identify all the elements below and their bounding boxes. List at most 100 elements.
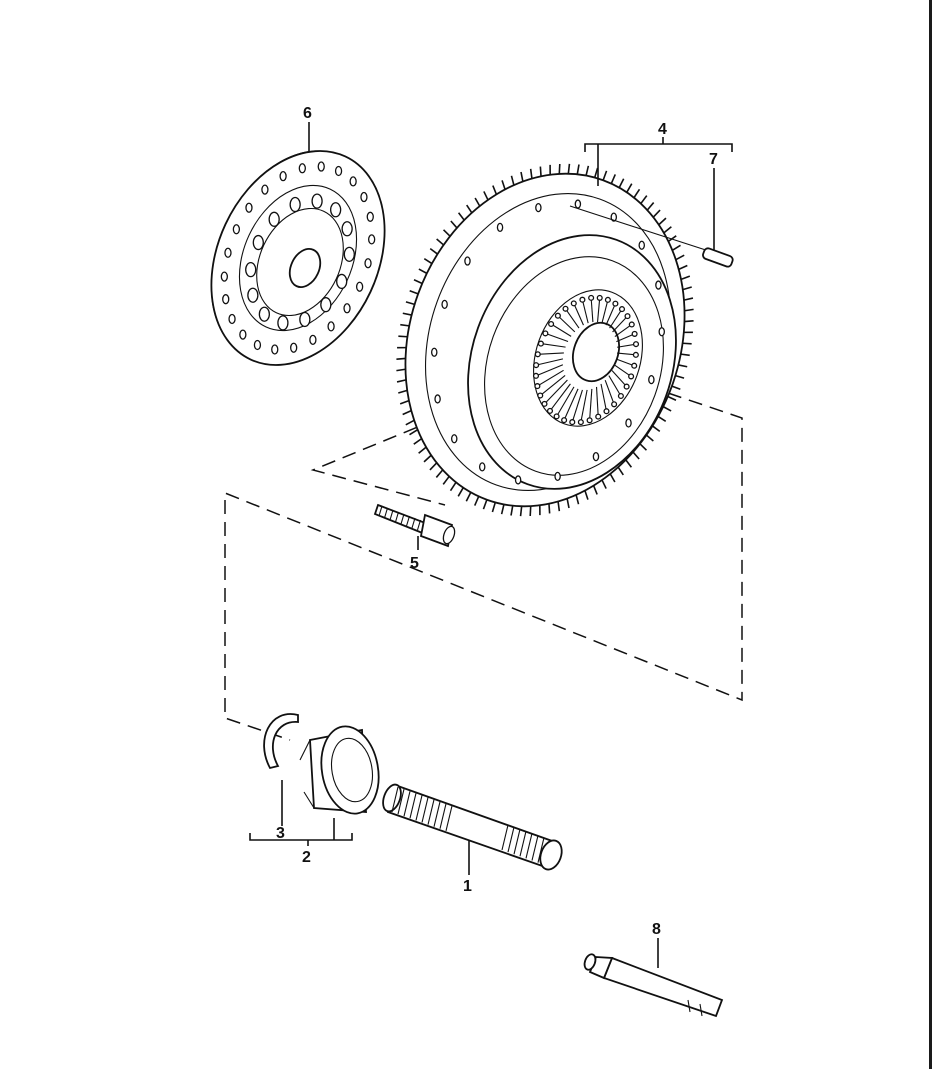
ring-tooth [684, 321, 693, 322]
ring-tooth [681, 354, 690, 355]
ring-tooth [414, 439, 422, 445]
ring-tooth [634, 189, 639, 197]
callout-7: 7 [709, 151, 718, 168]
disc-spring-window [342, 222, 352, 236]
ring-tooth [419, 269, 427, 273]
ring-tooth [430, 249, 437, 254]
ring-tooth [653, 210, 660, 217]
ring-tooth [652, 426, 659, 431]
ring-tooth [437, 239, 444, 245]
ring-tooth [627, 184, 632, 193]
callout-4: 4 [658, 121, 667, 138]
flywheel-hole [442, 300, 447, 308]
flywheel-hole [536, 204, 541, 212]
ring-tooth [586, 166, 588, 176]
ring-tooth [549, 504, 550, 514]
ring-tooth [585, 491, 588, 500]
ring-tooth [458, 488, 463, 497]
finger-tip [589, 295, 594, 300]
ring-tooth [475, 198, 480, 206]
ring-tooth [406, 420, 414, 424]
disc-rivet [299, 164, 305, 173]
callout-8: 8 [652, 921, 661, 938]
disc-rivet [328, 322, 334, 331]
ring-tooth [658, 416, 666, 421]
ring-tooth [502, 504, 504, 514]
ring-tooth [467, 205, 472, 213]
ring-tooth [466, 492, 470, 501]
ring-tooth [406, 302, 415, 304]
ring-tooth [483, 500, 486, 509]
disc-rivet [229, 314, 235, 323]
disc-spring-window [278, 316, 288, 330]
flywheel-hole [465, 257, 470, 265]
ring-tooth [663, 407, 671, 411]
ring-tooth [430, 463, 437, 470]
retaining-clip [264, 714, 298, 768]
ring-tooth [492, 502, 495, 512]
finger-tip [555, 313, 560, 318]
flywheel-hole [516, 476, 521, 484]
finger-tip [620, 307, 625, 312]
finger-tip [629, 322, 634, 327]
flywheel-hole [497, 223, 502, 231]
disc-rivet [336, 166, 342, 175]
release-bearing [300, 722, 385, 818]
ring-tooth [626, 460, 632, 467]
disc-spring-window [300, 312, 310, 326]
disc-rivet [318, 162, 324, 171]
ring-tooth [668, 397, 676, 401]
disc-spring-window [331, 203, 341, 217]
ring-tooth [484, 191, 488, 200]
ring-tooth [403, 313, 412, 315]
disc-rivet [367, 212, 373, 221]
callout-2: 2 [302, 849, 311, 866]
ring-tooth [511, 506, 513, 516]
ring-tooth [530, 506, 531, 516]
disc-spring-window [344, 247, 354, 261]
finger-tip [625, 314, 630, 319]
finger-tip [543, 331, 548, 336]
ring-tooth [559, 164, 560, 174]
ring-tooth [618, 467, 623, 475]
ring-tooth [444, 230, 451, 236]
finger-tip [534, 363, 539, 368]
flywheel-hole [480, 463, 485, 471]
disc-rivet [361, 193, 367, 202]
ring-tooth [576, 495, 578, 504]
disc-rivet [357, 282, 363, 291]
flywheel-pressure-plate [360, 134, 730, 546]
flywheel-hole [435, 395, 440, 403]
ring-tooth [400, 325, 409, 326]
callout-1: 1 [463, 878, 472, 895]
flywheel-hole [575, 200, 580, 208]
ring-tooth [595, 168, 598, 178]
ring-tooth [633, 452, 639, 459]
flywheel-hole [626, 419, 631, 427]
ring-tooth [558, 501, 559, 511]
disc-rivet [246, 203, 252, 212]
finger-tip [562, 418, 567, 423]
disc-rivet [223, 295, 229, 304]
finger-tip [633, 352, 638, 357]
disc-rivet [310, 335, 316, 344]
finger-tip [587, 418, 592, 423]
finger-tip [612, 402, 617, 407]
ring-tooth [397, 380, 406, 382]
finger-tip [632, 332, 637, 337]
disc-spring-window [321, 298, 331, 312]
ring-tooth [410, 291, 418, 294]
ring-tooth [603, 171, 606, 180]
ring-tooth [424, 259, 432, 264]
flywheel-hole [432, 348, 437, 356]
finger-tip [542, 401, 547, 406]
disc-rivet [272, 345, 278, 354]
disc-spring-window [246, 263, 256, 277]
ring-tooth [396, 358, 405, 359]
finger-tip [571, 301, 576, 306]
ring-tooth [647, 203, 653, 211]
finger-tip [632, 363, 637, 368]
ring-tooth [451, 221, 457, 228]
disc-spring-window [312, 194, 322, 208]
ring-tooth [398, 390, 407, 393]
